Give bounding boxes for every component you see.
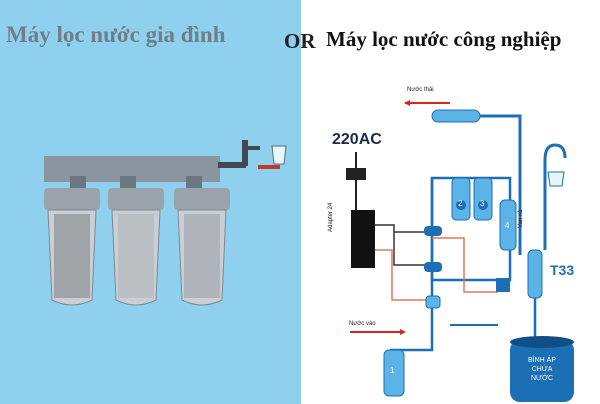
cup-icon xyxy=(271,145,287,165)
filter-housing-3 xyxy=(174,188,230,306)
waste-valve xyxy=(431,109,481,123)
power-label: 220AC xyxy=(332,131,382,148)
industrial-filter-title: Máy lọc nước công nghiệp xyxy=(326,27,562,51)
waste-label: Nước thải xyxy=(407,87,434,93)
tank-label: BÌNH ÁP CHỨA NƯỚC xyxy=(520,356,564,383)
inlet-label: Nước vào xyxy=(349,321,376,327)
filter-housing-1 xyxy=(44,188,100,306)
filter-number-4: 4 xyxy=(505,221,510,230)
t33-filter xyxy=(527,249,543,299)
pressure-switch xyxy=(424,262,442,272)
filter-number-3: 3 xyxy=(480,199,485,208)
tank-label-line2: CHỨA NƯỚC xyxy=(530,366,554,382)
or-separator: OR xyxy=(284,29,316,53)
adapter-box xyxy=(351,210,375,268)
filter-housing-2 xyxy=(108,188,164,306)
adapter-label: Adapter 24 xyxy=(328,202,334,232)
membrane xyxy=(499,199,517,251)
t33-label: T33 xyxy=(550,262,575,278)
glass-icon xyxy=(547,171,565,187)
drip-tray xyxy=(258,165,280,169)
filter-number-1: 1 xyxy=(390,366,395,375)
filter-3 xyxy=(473,177,493,221)
filter-1 xyxy=(383,349,405,397)
tank-label-line1: BÌNH ÁP xyxy=(527,357,556,364)
pump xyxy=(425,295,441,309)
check-valve xyxy=(496,278,510,292)
filter-2 xyxy=(451,177,471,221)
power-plug-icon xyxy=(346,168,366,180)
flow-valve-label: Van xả xyxy=(518,209,524,228)
solenoid-valve xyxy=(424,226,442,236)
pressure-tank xyxy=(510,336,574,402)
filter-number-2: 2 xyxy=(458,199,463,208)
faucet-icon xyxy=(543,143,567,250)
household-filter-title: Máy lọc nước gia đình xyxy=(6,22,226,47)
